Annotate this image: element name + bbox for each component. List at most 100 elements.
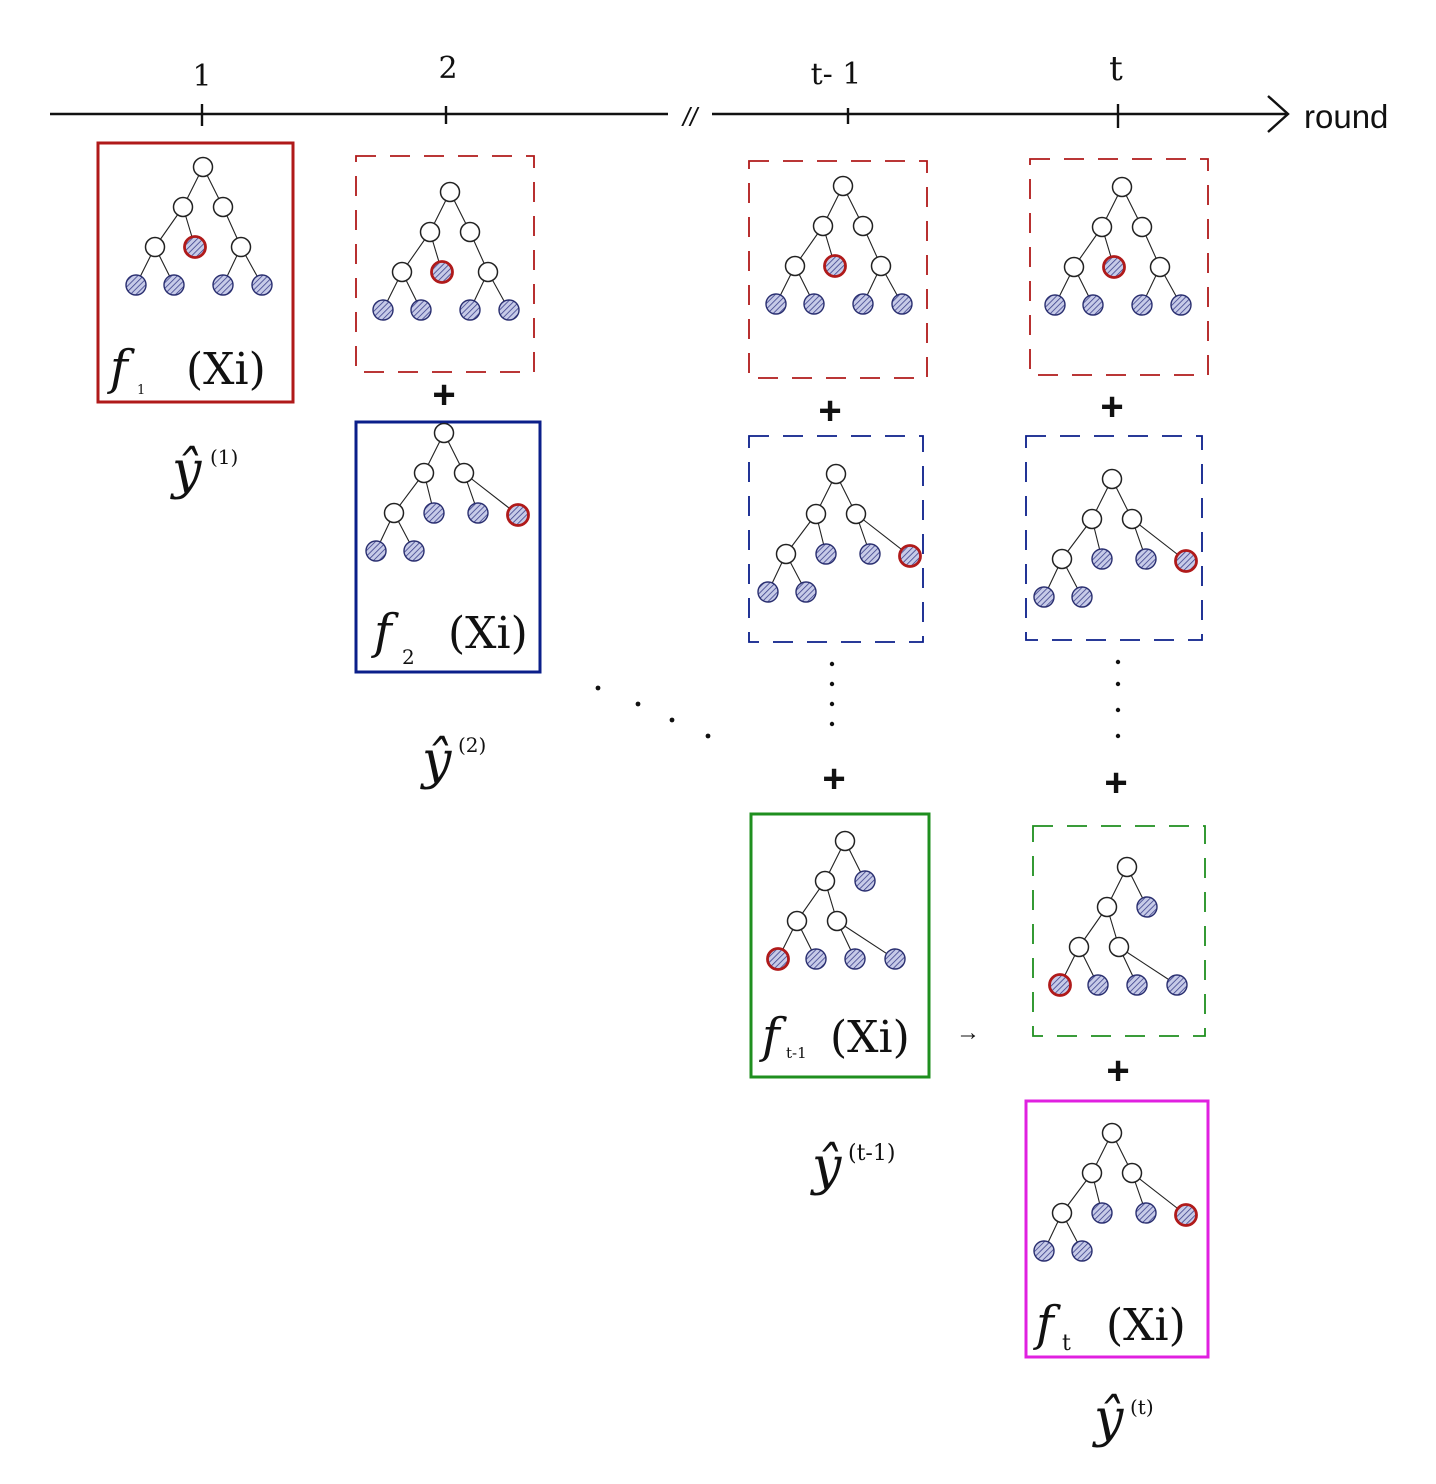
round-axis: // 1 2 t- 1 t round: [50, 49, 1388, 135]
box-border: [354, 420, 542, 674]
box-border: [1032, 825, 1206, 1037]
leaf-node: [1071, 1240, 1093, 1262]
model-label-fn: f: [107, 340, 135, 396]
leaf-node: [1091, 1202, 1113, 1224]
model-label-fn: f: [371, 604, 399, 660]
leaf-node: [410, 299, 432, 321]
axis-arrowhead: [1267, 95, 1290, 133]
leaf-node: [1033, 586, 1055, 608]
model-label-ft1: f t-1 (Xi): [759, 1008, 910, 1064]
leaf-node: [765, 293, 787, 315]
internal-node: [1091, 216, 1113, 238]
internal-node: [786, 910, 808, 932]
prediction-base: ŷ: [170, 441, 202, 501]
leaf-node: [1135, 548, 1157, 570]
leaf-node: [251, 274, 273, 296]
internal-node: [230, 236, 252, 258]
active-leaf-node: [1102, 255, 1126, 279]
leaf-node: [815, 543, 837, 565]
leaf-node: [498, 299, 520, 321]
internal-node: [1149, 256, 1171, 278]
internal-node: [812, 215, 834, 237]
box-border: [1029, 158, 1209, 376]
internal-node: [775, 543, 797, 565]
reused-tree-ft-1-round-t: [1032, 825, 1206, 1037]
internal-node: [1111, 176, 1133, 198]
internal-node: [459, 221, 481, 243]
active-leaf-node: [823, 254, 847, 278]
internal-node: [1096, 896, 1118, 918]
prediction-base: ŷ: [810, 1137, 842, 1197]
leaf-node: [459, 299, 481, 321]
leaf-node: [163, 274, 185, 296]
prediction-base: ŷ: [1092, 1389, 1124, 1449]
box-border: [96, 141, 295, 404]
leaf-node: [467, 502, 489, 524]
internal-node: [826, 910, 848, 932]
tree-boxes: [96, 141, 1210, 1359]
model-label-fn: f: [759, 1008, 787, 1064]
internal-node: [192, 156, 214, 178]
internal-node: [419, 221, 441, 243]
plus-sign: +: [432, 373, 455, 417]
prediction-sup: (t): [1130, 1395, 1154, 1419]
active-leaf-node: [898, 544, 922, 568]
leaf-node: [1071, 586, 1093, 608]
axis-label: round: [1304, 98, 1388, 135]
leaf-node: [1033, 1240, 1055, 1262]
plus-sign: +: [1104, 761, 1127, 805]
leaf-node: [403, 540, 425, 562]
tree-edge: [836, 920, 896, 960]
leaf-node: [884, 948, 906, 970]
leaf-node: [365, 540, 387, 562]
leaf-node: [1087, 974, 1109, 996]
prediction-y1: ŷ (1): [170, 441, 238, 501]
leaf-node: [1131, 294, 1153, 316]
model-label-ft: f t (Xi): [1033, 1296, 1186, 1356]
leaf-node: [212, 274, 234, 296]
box-border: [1025, 435, 1203, 641]
internal-node: [439, 181, 461, 203]
leaf-node: [1170, 294, 1192, 316]
model-label-arg: (Xi): [186, 344, 266, 395]
leaf-node: [854, 870, 876, 892]
leaf-node: [423, 502, 445, 524]
internal-node: [433, 422, 455, 444]
leaf-node: [852, 293, 874, 315]
internal-node: [1081, 1162, 1103, 1184]
model-label-f2: f 2 (Xi): [371, 604, 528, 669]
internal-node: [852, 215, 874, 237]
axis-tick-label-1: 1: [192, 59, 211, 94]
internal-node: [825, 463, 847, 485]
model-label-f1: f 1 (Xi): [107, 340, 266, 398]
model-box-ft-1: [749, 812, 931, 1079]
model-label-sub: t-1: [786, 1044, 807, 1062]
internal-node: [172, 196, 194, 218]
active-leaf-node: [1048, 973, 1072, 997]
internal-node: [814, 870, 836, 892]
prediction-sup: (2): [458, 733, 486, 757]
prediction-y2: ŷ (2): [420, 731, 486, 791]
internal-node: [845, 503, 867, 525]
internal-node: [1051, 548, 1073, 570]
plus-sign: +: [1106, 1049, 1129, 1093]
carry-over-arrow: →: [956, 1019, 980, 1046]
internal-node: [391, 261, 413, 283]
internal-node: [1116, 856, 1138, 878]
prediction-base: ŷ: [420, 731, 452, 791]
reused-tree-f2-round-t: [1025, 435, 1203, 641]
plus-sign: +: [822, 757, 845, 801]
box-border: [749, 812, 931, 1079]
leaf-node: [803, 293, 825, 315]
leaf-node: [1044, 294, 1066, 316]
leaf-node: [1136, 896, 1158, 918]
leaf-node: [1166, 974, 1188, 996]
reused-tree-f2-round-t-1: [748, 435, 924, 643]
internal-node: [1063, 256, 1085, 278]
internal-node: [805, 503, 827, 525]
leaf-node: [891, 293, 913, 315]
box-border: [355, 155, 535, 373]
active-leaf-node: [1174, 1203, 1198, 1227]
reused-tree-f1-round-2: [355, 155, 535, 373]
